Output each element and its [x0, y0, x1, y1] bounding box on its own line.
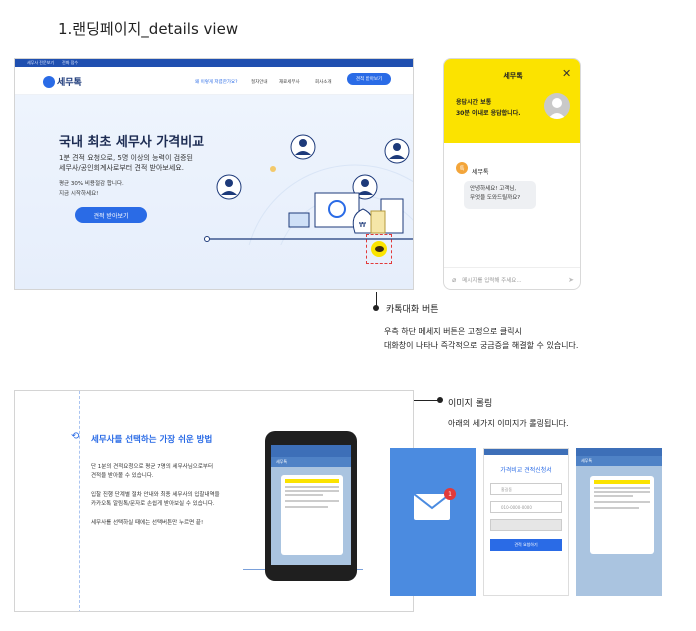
- logo-mark-icon: [43, 75, 55, 88]
- nav-item-process[interactable]: 절차안내: [251, 80, 268, 85]
- topbar-link[interactable]: 세무사 전문보기: [27, 60, 55, 65]
- status-bar: [576, 448, 662, 456]
- form-title: 가격비교 견적신청서: [500, 467, 552, 474]
- message-bubble: 안녕하세요! 고객님, 무엇을 도와드릴까요?: [464, 181, 536, 209]
- logo[interactable]: 세무톡: [43, 75, 82, 88]
- hero-heading: 국내 최초 세무사 가격비교: [59, 135, 205, 150]
- status-bar: [484, 449, 568, 455]
- avatar: [544, 93, 570, 119]
- callout-dot: [373, 305, 379, 311]
- chat-header: 세무톡: [576, 456, 662, 466]
- callout-line: [376, 292, 377, 310]
- landing-preview: 세무사 전문보기 전화 접수 세무톡 왜 이렇게 저렴한가요? 절차안내 재료세…: [14, 58, 414, 290]
- phone-screen: 세무톡: [271, 445, 351, 565]
- person-icon: [290, 134, 316, 160]
- rolling-image-form: 가격비교 견적신청서 홍길동 010-0000-0000 견적 요청하기: [483, 448, 569, 596]
- callout-roll-desc: 아래의 세가지 이미지가 롤링됩니다.: [448, 419, 569, 428]
- nav-item-tax-accountant[interactable]: 재료세무사: [279, 80, 300, 85]
- chat-input-bar[interactable]: ⌀ 메시지를 입력해 주세요... ➤: [444, 267, 580, 289]
- form-submit-button[interactable]: 견적 요청하기: [490, 539, 562, 551]
- agent-badge: 톡: [456, 162, 468, 174]
- person-icon: [384, 138, 410, 164]
- guide-line: [79, 391, 80, 611]
- hero-quote-button[interactable]: 견적 받아보기: [75, 207, 147, 223]
- section-text: 견적을 받아볼 수 있습니다.: [91, 473, 154, 479]
- rolling-image-chat: 세무톡: [576, 448, 662, 596]
- message-line: 무엇을 도와드릴까요?: [470, 195, 521, 201]
- extra-field[interactable]: [490, 519, 562, 531]
- hero-line: 세무사/공인회계사로부터 견적 받아보세요.: [59, 164, 184, 172]
- topbar-link[interactable]: 전화 접수: [62, 60, 79, 65]
- feature-preview: ⟲ 세무사를 선택하는 가장 쉬운 방법 단 1분의 견적요청으로 평균 7명의…: [14, 390, 414, 612]
- callout-roll-label: 이미지 롤링: [448, 399, 493, 409]
- send-icon[interactable]: ➤: [568, 275, 574, 284]
- callout-line: [414, 400, 442, 401]
- hero-section: [15, 95, 413, 289]
- callout-dot: [437, 397, 443, 403]
- section-text: 세무사를 선택하실 때에는 선택버튼만 누르면 끝!: [91, 520, 204, 526]
- hero-line: 1분 견적 요청으로, 5명 이상의 능력이 검증된: [59, 154, 193, 162]
- chat-response-time: 응답시간 보통 30분 이내로 응답합니다.: [456, 97, 521, 119]
- phone-mockup: 세무톡: [265, 431, 357, 581]
- section-text: 단 1분의 견적요청으로 평균 7명의 세무사님으로부터: [91, 464, 214, 470]
- logo-text: 세무톡: [57, 78, 82, 88]
- kakao-highlight: [366, 234, 392, 264]
- attach-icon[interactable]: ⌀: [452, 275, 457, 284]
- chat-widget: 세무톡 ✕ 응답시간 보통 30분 이내로 응답합니다. 톡 세무톡 안녕하세요…: [443, 58, 581, 290]
- section-text: 입찰 진행 단계별 절차 안내와 최종 세무사의 입찰내역을: [91, 492, 220, 498]
- nav-item-why-cheap[interactable]: 왜 이렇게 저렴한가요?: [195, 80, 238, 85]
- message-line: 안녕하세요! 고객님,: [470, 186, 517, 192]
- mail-icon: [413, 493, 451, 520]
- chat-title: 세무톡: [503, 72, 523, 80]
- callout-kakao-desc: 우측 하단 메세지 버튼은 고정으로 클릭시: [384, 327, 522, 336]
- callout-kakao-label: 카톡대화 버튼: [386, 305, 439, 315]
- person-icon: [216, 174, 242, 200]
- rolling-image-mail: 1: [390, 448, 476, 596]
- phone-status-bar: [271, 445, 351, 457]
- chat-bubble-icon: [374, 245, 384, 252]
- notification-badge: 1: [444, 488, 456, 500]
- close-icon[interactable]: ✕: [562, 67, 572, 80]
- page-title: 1.랜딩페이지_details view: [58, 20, 239, 38]
- navigation-bar: [15, 67, 413, 95]
- name-field[interactable]: 홍길동: [490, 483, 562, 495]
- message-input[interactable]: 메시지를 입력해 주세요...: [462, 277, 522, 284]
- phone-field[interactable]: 010-0000-0000: [490, 501, 562, 513]
- kakao-chat-button[interactable]: [371, 241, 387, 257]
- chat-hours-line: 30분 이내로 응답합니다.: [456, 110, 521, 117]
- hero-sub: 평균 30% 비용절감 합니다.: [59, 181, 124, 187]
- chat-message: [590, 476, 654, 554]
- route-icon: ⟲: [71, 431, 80, 442]
- user-icon: [548, 98, 566, 119]
- callout-kakao-desc: 대화창이 나타나 즉각적으로 궁금증을 해결할 수 있습니다.: [384, 341, 579, 350]
- phone-chat-header: 세무톡: [271, 457, 351, 467]
- hero-illustration: ₩: [204, 134, 413, 245]
- nav-quote-button[interactable]: 견적 받아보기: [347, 73, 391, 85]
- section-title: 세무사를 선택하는 가장 쉬운 방법: [91, 435, 213, 445]
- chat-hours-line: 응답시간 보통: [456, 99, 492, 106]
- phone-message: [281, 475, 343, 555]
- message-author: 세무톡: [472, 169, 489, 176]
- top-bar: 세무사 전문보기 전화 접수: [15, 59, 413, 67]
- svg-text:₩: ₩: [359, 221, 366, 229]
- nav-item-about[interactable]: 회사소개: [315, 80, 332, 85]
- hero-sub: 지금 시작하세요!: [59, 191, 99, 197]
- section-text: 카카오톡 알림톡/문자로 손쉽게 받아보실 수 있습니다.: [91, 501, 215, 507]
